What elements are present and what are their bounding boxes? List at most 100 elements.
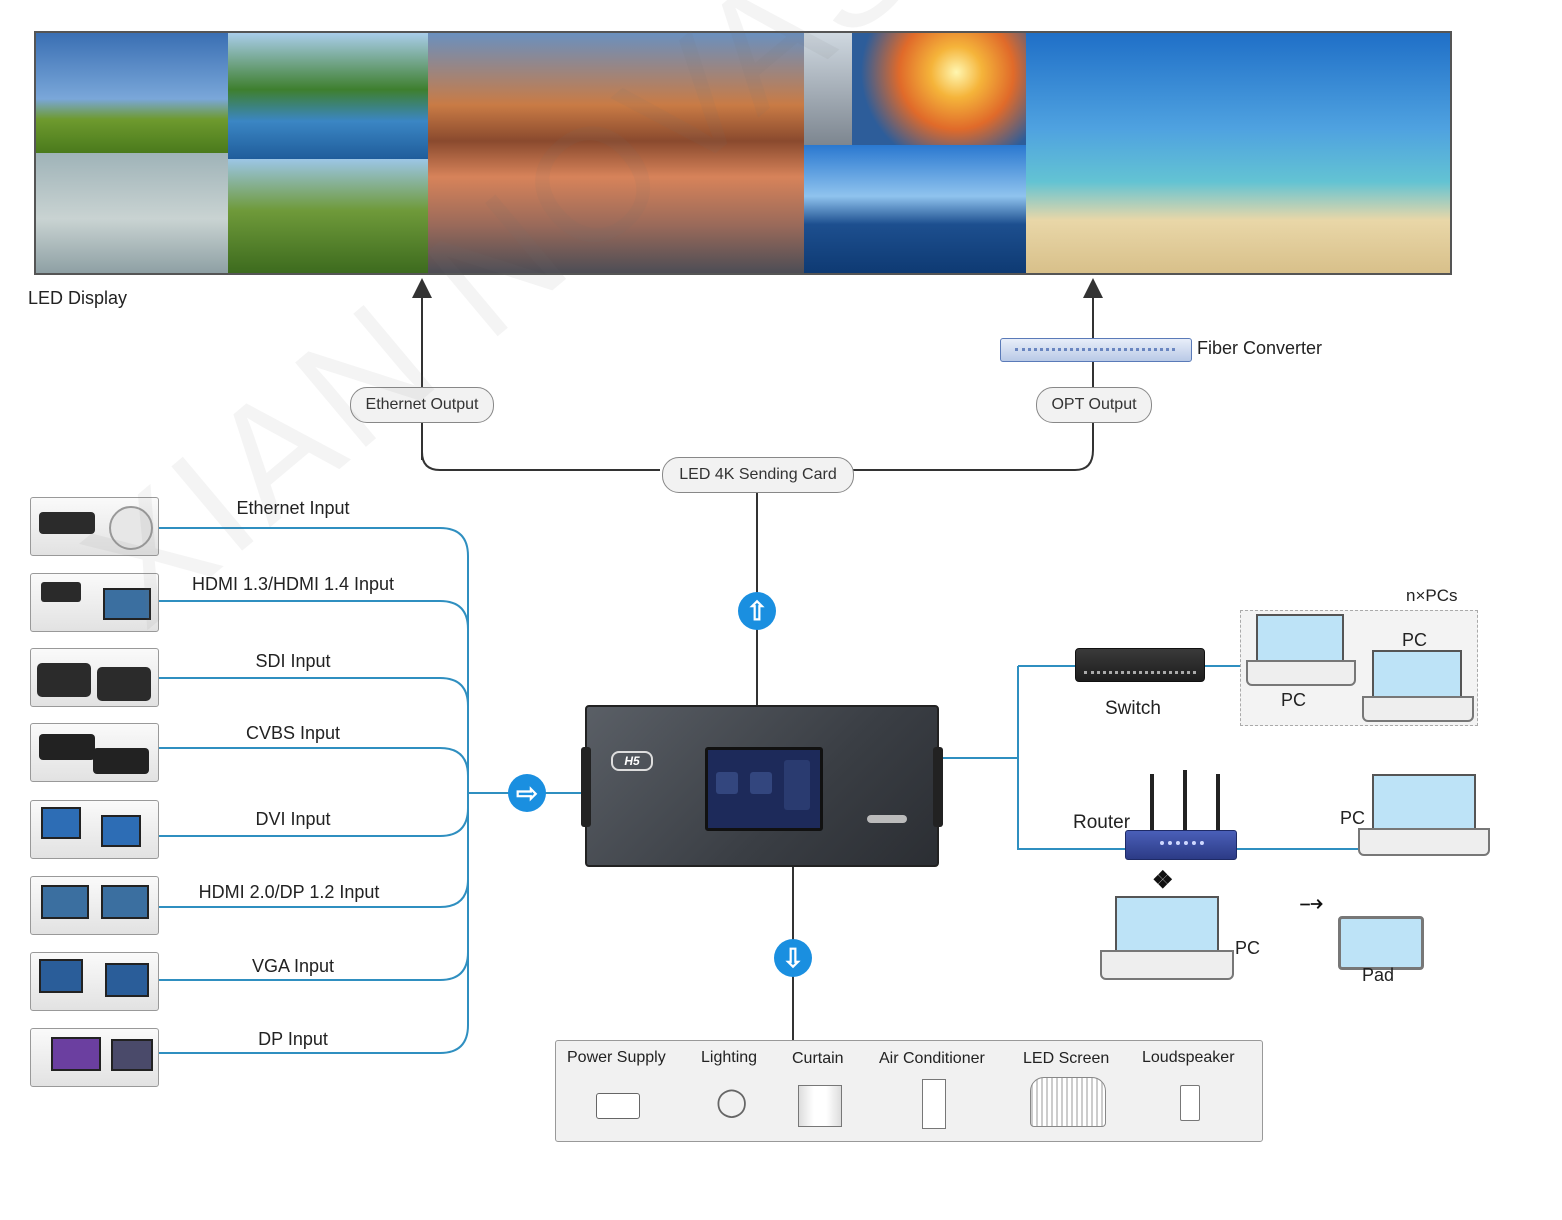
camcorder-icon-2 bbox=[97, 667, 151, 701]
input-device-hdmi20 bbox=[30, 876, 159, 935]
switch-ports bbox=[1084, 671, 1196, 677]
brand-logo: H5 bbox=[611, 751, 653, 771]
fiber-converter-ports bbox=[1015, 348, 1175, 354]
camcorder-icon bbox=[37, 663, 91, 697]
desktop-pc-icon bbox=[39, 959, 83, 993]
input-label-dp: DP Input bbox=[258, 1029, 328, 1049]
monitor-icon-2 bbox=[111, 1039, 153, 1071]
router-antenna-2 bbox=[1183, 770, 1187, 830]
fiber-converter-label: Fiber Converter bbox=[1197, 338, 1323, 358]
input-label-hdmi14: HDMI 1.3/HDMI 1.4 Input bbox=[191, 574, 395, 594]
dome-camera-icon bbox=[109, 506, 153, 550]
input-label-dvi: DVI Input bbox=[255, 809, 331, 829]
laptop-keyboard-4 bbox=[1100, 950, 1234, 980]
laptop-icon-3 bbox=[1372, 774, 1476, 832]
model-plate bbox=[867, 815, 907, 823]
router-icon bbox=[1125, 830, 1237, 860]
pc-label-2: PC bbox=[1402, 630, 1428, 650]
input-device-cvbs bbox=[30, 723, 159, 782]
input-device-hdmi14 bbox=[30, 573, 159, 632]
laptop-icon bbox=[41, 885, 89, 919]
pad-label: Pad bbox=[1362, 965, 1395, 985]
input-device-dvi bbox=[30, 800, 159, 859]
input-device-dp bbox=[30, 1028, 159, 1087]
wireless-signal-icon: ⤍ bbox=[1300, 890, 1323, 915]
control-label-curtain: Curtain bbox=[792, 1050, 844, 1067]
input-device-sdi bbox=[30, 648, 159, 707]
wall-image-tower bbox=[804, 33, 852, 145]
screen-tile-2 bbox=[750, 772, 772, 794]
wall-image-sunset bbox=[852, 33, 1026, 145]
input-label-vga: VGA Input bbox=[251, 956, 335, 976]
monitor-icon bbox=[51, 1037, 101, 1071]
led-display-wall bbox=[34, 31, 1452, 275]
input-device-vga bbox=[30, 952, 159, 1011]
control-label-lighting: Lighting bbox=[701, 1049, 758, 1066]
desktop-pc-icon-2 bbox=[105, 963, 149, 997]
network-switch bbox=[1075, 648, 1205, 682]
wall-image-palm-beach bbox=[1026, 33, 1450, 273]
fiber-converter-device bbox=[1000, 338, 1192, 362]
wall-image-sea bbox=[804, 145, 1026, 273]
pc-group-label: n×PCs bbox=[1406, 586, 1458, 605]
right-handle bbox=[933, 747, 943, 827]
screen-tile-3 bbox=[784, 760, 810, 810]
wall-image-temple bbox=[228, 33, 428, 159]
control-label-power: Power Supply bbox=[567, 1049, 666, 1066]
air-conditioner-icon bbox=[922, 1079, 946, 1129]
wall-image-boat-lake bbox=[36, 153, 228, 273]
control-label-led-screen: LED Screen bbox=[1023, 1050, 1110, 1067]
touch-screen bbox=[705, 747, 823, 831]
power-strip-icon bbox=[596, 1093, 640, 1119]
wall-image-mountain-lake bbox=[428, 33, 804, 273]
laptop-icon-2 bbox=[1372, 650, 1462, 700]
laptop-keyboard bbox=[1246, 660, 1356, 686]
desktop-pc-icon bbox=[41, 807, 81, 839]
download-arrow-icon: ⇩ bbox=[774, 939, 812, 977]
wifi-icon: ❖ bbox=[1152, 867, 1174, 894]
input-device-ethernet bbox=[30, 497, 159, 556]
converter-box-icon bbox=[39, 734, 95, 760]
converter-box-icon-2 bbox=[93, 748, 149, 774]
control-label-ac: Air Conditioner bbox=[879, 1050, 985, 1067]
switch-label: Switch bbox=[1105, 698, 1161, 719]
laptop-keyboard-3 bbox=[1358, 828, 1490, 856]
input-label-hdmi20: HDMI 2.0/DP 1.2 Input bbox=[198, 882, 380, 902]
curtain-icon bbox=[798, 1085, 842, 1127]
laptop-icon bbox=[1256, 614, 1344, 664]
input-label-ethernet: Ethernet Input bbox=[236, 498, 350, 518]
control-devices-box: Power Supply Lighting Curtain Air Condit… bbox=[555, 1040, 1263, 1142]
laptop-keyboard-2 bbox=[1362, 696, 1474, 722]
h5-video-processor: H5 bbox=[581, 705, 943, 867]
desktop-pc-icon-2 bbox=[101, 815, 141, 847]
input-arrow-icon: ⇨ bbox=[508, 774, 546, 812]
wall-image-moon-meadow bbox=[36, 33, 228, 153]
pc-label-4: PC bbox=[1235, 938, 1261, 958]
router-ports bbox=[1160, 841, 1204, 851]
pc-label-3: PC bbox=[1340, 808, 1366, 828]
laptop-icon-4 bbox=[1115, 896, 1219, 954]
pc-label-1: PC bbox=[1281, 690, 1307, 710]
speaker-icon bbox=[1180, 1085, 1200, 1121]
ethernet-output-pill: Ethernet Output bbox=[350, 387, 494, 423]
wall-image-castle-valley bbox=[228, 159, 428, 273]
led-display-label: LED Display bbox=[28, 288, 128, 308]
router-antenna-1 bbox=[1150, 774, 1154, 830]
input-label-sdi: SDI Input bbox=[255, 651, 331, 671]
sending-card-pill: LED 4K Sending Card bbox=[662, 457, 854, 493]
opt-output-pill: OPT Output bbox=[1036, 387, 1152, 423]
upload-arrow-icon: ⇧ bbox=[738, 592, 776, 630]
router-antenna-3 bbox=[1216, 774, 1220, 830]
tablet-icon bbox=[1338, 916, 1424, 970]
input-label-cvbs: CVBS Input bbox=[245, 723, 341, 743]
left-handle bbox=[581, 747, 591, 827]
control-label-speaker: Loudspeaker bbox=[1142, 1049, 1235, 1066]
router-label: Router bbox=[1073, 812, 1131, 833]
screen-tile bbox=[716, 772, 738, 794]
laptop-icon-2 bbox=[101, 885, 149, 919]
laptop-screen bbox=[103, 588, 151, 620]
curved-screen-icon bbox=[1030, 1077, 1106, 1127]
projector-laptop-icon bbox=[41, 582, 81, 602]
lightbulb-icon: ◯ bbox=[716, 1086, 748, 1117]
